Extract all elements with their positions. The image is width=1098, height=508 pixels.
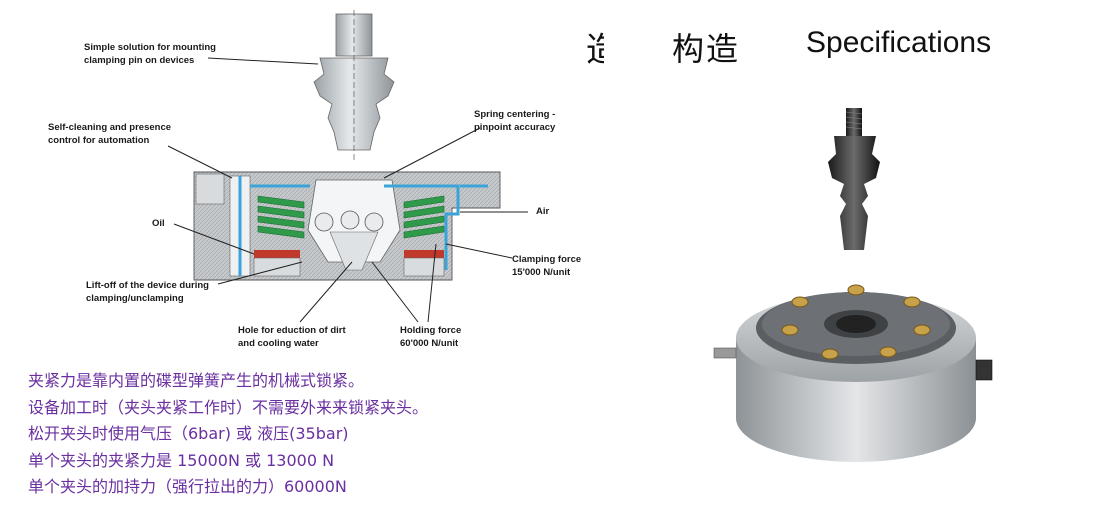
callout-clamping-force: Clamping force 15'000 N/unit bbox=[512, 254, 582, 278]
cross-section-diagram bbox=[167, 10, 528, 323]
locking-balls bbox=[314, 210, 384, 232]
clamping-pin-section bbox=[313, 10, 395, 160]
description-line: 单个夹头的夹紧力是 15000N 或 13000 N bbox=[28, 450, 335, 470]
callout-arrows bbox=[167, 57, 528, 323]
callout-mounting: Simple solution for mounting clamping pi… bbox=[84, 42, 216, 66]
callout-oil: Oil bbox=[152, 218, 165, 229]
disc-springs-left bbox=[257, 195, 305, 239]
callout-holding-force: Holding force 60'000 N/unit bbox=[400, 325, 462, 349]
callout-air: Air bbox=[536, 206, 550, 217]
page-title-chinese: 构造 bbox=[672, 30, 741, 68]
description-line: 设备加工时（夹头夹紧工作时）不需要外来来锁紧夹头。 bbox=[28, 397, 429, 417]
description-line: 单个夹头的加持力（强行拉出的力）60000N bbox=[28, 477, 347, 496]
title-fragment: 造 bbox=[586, 30, 604, 70]
callout-self-cleaning: Self-cleaning and presence control for a… bbox=[48, 122, 172, 146]
oil-chambers bbox=[253, 250, 445, 277]
callout-hole: Hole for eduction of dirt and cooling wa… bbox=[238, 325, 346, 349]
page-title-english: Specifications bbox=[806, 26, 992, 59]
callout-spring-centering: Spring centering - pinpoint accuracy bbox=[474, 109, 556, 133]
description-list: 夹紧力是靠内置的碟型弹簧产生的机械式锁紧。 设备加工时（夹头夹紧工作时）不需要外… bbox=[28, 368, 428, 501]
clamping-pin-photo bbox=[828, 108, 880, 250]
description-line: 夹紧力是靠内置的碟型弹簧产生的机械式锁紧。 bbox=[28, 371, 365, 390]
air-channels bbox=[250, 184, 488, 270]
disc-springs-right bbox=[403, 195, 445, 239]
description-line: 松开夹头时使用气压（6bar) 或 液压(35bar) bbox=[28, 424, 349, 443]
clamping-module-photo bbox=[713, 284, 993, 462]
callout-lift-off: Lift-off of the device during clamping/u… bbox=[86, 280, 209, 304]
